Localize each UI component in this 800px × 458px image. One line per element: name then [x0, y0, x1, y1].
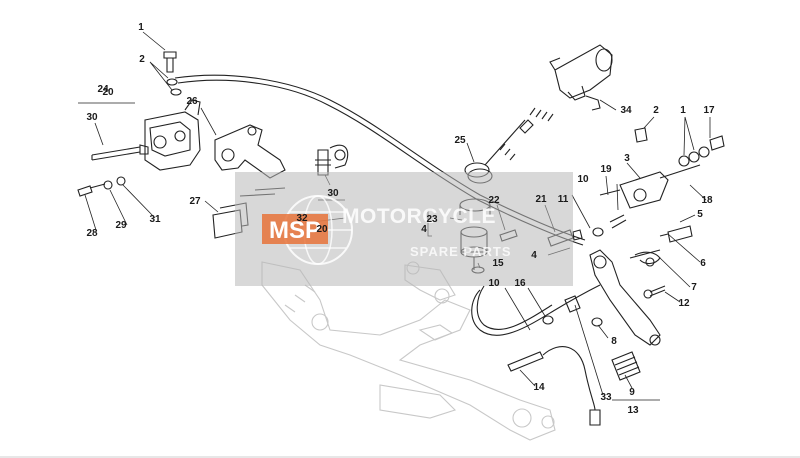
callout-20: 20 — [316, 224, 328, 235]
callout-4: 4 — [531, 250, 537, 261]
callout-24: 24 — [97, 84, 109, 95]
lever-bolt — [643, 285, 666, 299]
brake-caliper — [144, 99, 201, 171]
watermark-logo-box — [262, 214, 328, 244]
callout-10: 10 — [488, 278, 500, 289]
caliper-bolt-bottom — [77, 176, 126, 197]
watermark-brand-line: MOTORCYCLE — [342, 205, 496, 228]
callout-4: 4 — [421, 224, 427, 235]
callout-11: 11 — [558, 194, 569, 205]
callout-15: 15 — [492, 258, 504, 269]
callout-32: 32 — [296, 213, 308, 224]
callout-18: 18 — [701, 195, 713, 206]
callout-5: 5 — [697, 209, 703, 220]
caliper-bolt-top — [163, 51, 182, 96]
callout-12: 12 — [678, 298, 690, 309]
callout-17: 17 — [703, 105, 715, 116]
callout-1: 1 — [138, 22, 144, 33]
rubber-boot — [611, 351, 641, 381]
callout-34: 34 — [620, 105, 632, 116]
frame-bracket-ghost — [261, 261, 556, 441]
callout-9: 9 — [629, 387, 635, 398]
watermark-logo-text: MSP — [269, 217, 321, 244]
caliper-pin — [91, 144, 149, 161]
callout-30: 30 — [86, 112, 98, 123]
return-spring — [629, 249, 661, 267]
callout-19: 19 — [600, 164, 612, 175]
callout-1: 1 — [680, 105, 686, 116]
watermark: MSP MOTORCYCLE SPARE PARTS — [235, 172, 573, 286]
callout-33: 33 — [600, 392, 612, 403]
callout-30: 30 — [327, 188, 339, 199]
callout-2: 2 — [139, 54, 145, 65]
pushrod-spring — [484, 107, 554, 166]
pivot-bolt — [659, 225, 693, 243]
callout-3: 3 — [624, 153, 630, 164]
callout-8: 8 — [611, 336, 617, 347]
callout-7: 7 — [691, 282, 697, 293]
callout-6: 6 — [700, 258, 706, 269]
brake-lever-pivot — [599, 164, 701, 229]
callout-22: 22 — [488, 195, 500, 206]
spacer-10 — [591, 227, 604, 327]
caliper-bracket — [214, 124, 286, 179]
callout-28: 28 — [86, 228, 98, 239]
callout-31: 31 — [149, 214, 161, 225]
callout-10: 10 — [577, 174, 589, 185]
right-bolts — [634, 127, 725, 167]
callout-16: 16 — [514, 278, 526, 289]
banjo-fitting — [315, 144, 349, 176]
callout-23: 23 — [426, 214, 438, 225]
watermark-sub-line: SPARE PARTS — [410, 244, 512, 259]
callout-26: 26 — [186, 96, 198, 107]
callout-20: 20 — [102, 87, 114, 98]
callout-14: 14 — [533, 382, 545, 393]
master-cylinder — [549, 44, 613, 111]
callout-13: 13 — [627, 405, 639, 416]
bushing-12 — [542, 295, 581, 325]
brake-light-switch — [507, 346, 601, 426]
callout-29: 29 — [115, 220, 127, 231]
callout-21: 21 — [535, 194, 547, 205]
callout-27: 27 — [189, 196, 201, 207]
brake-pedal — [589, 249, 661, 346]
callout-25: 25 — [454, 135, 466, 146]
callout-2: 2 — [653, 105, 659, 116]
